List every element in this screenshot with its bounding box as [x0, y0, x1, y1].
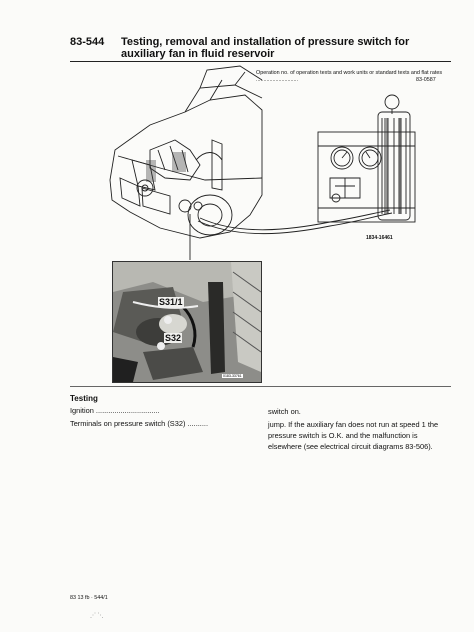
operation-dots: ............................ — [256, 77, 298, 83]
margin-mark: ⋰ ⋱ — [90, 613, 104, 619]
terminals-value: jump. If the auxiliary fan does not run … — [268, 420, 439, 451]
engine-photo-image — [113, 262, 261, 382]
testing-heading: Testing — [70, 394, 98, 403]
operation-text: Operation no. of operation texts and wor… — [256, 70, 443, 76]
terminals-dots: .......... — [187, 419, 209, 428]
page-code: 83 13 fb · 544/1 — [70, 595, 108, 601]
ignition-label: Ignition ............................... — [70, 406, 160, 415]
ignition-value: switch on. — [268, 407, 301, 416]
operation-number: 83-0587 — [416, 77, 436, 83]
ignition-label-text: Ignition — [70, 406, 94, 415]
title-divider — [70, 61, 451, 62]
page-title: Testing, removal and installation of pre… — [121, 36, 410, 60]
drawing-code: 1834-16461 — [366, 235, 393, 241]
terminals-label-text: Terminals on pressure switch (S32) — [70, 419, 186, 428]
section-number: 83-544 — [70, 36, 105, 48]
callout-s32: S32 — [164, 333, 183, 343]
section-divider — [70, 386, 451, 387]
callout-s31-1: S31/1 — [158, 297, 184, 307]
ignition-dots: ............................... — [95, 406, 160, 415]
car-tester-illustration — [109, 65, 416, 260]
terminals-label: Terminals on pressure switch (S32) .....… — [70, 419, 208, 428]
engine-photo — [112, 261, 262, 383]
operation-note: Operation no. of operation texts and wor… — [256, 70, 451, 84]
photo-code: 0183-33761 — [222, 374, 243, 378]
